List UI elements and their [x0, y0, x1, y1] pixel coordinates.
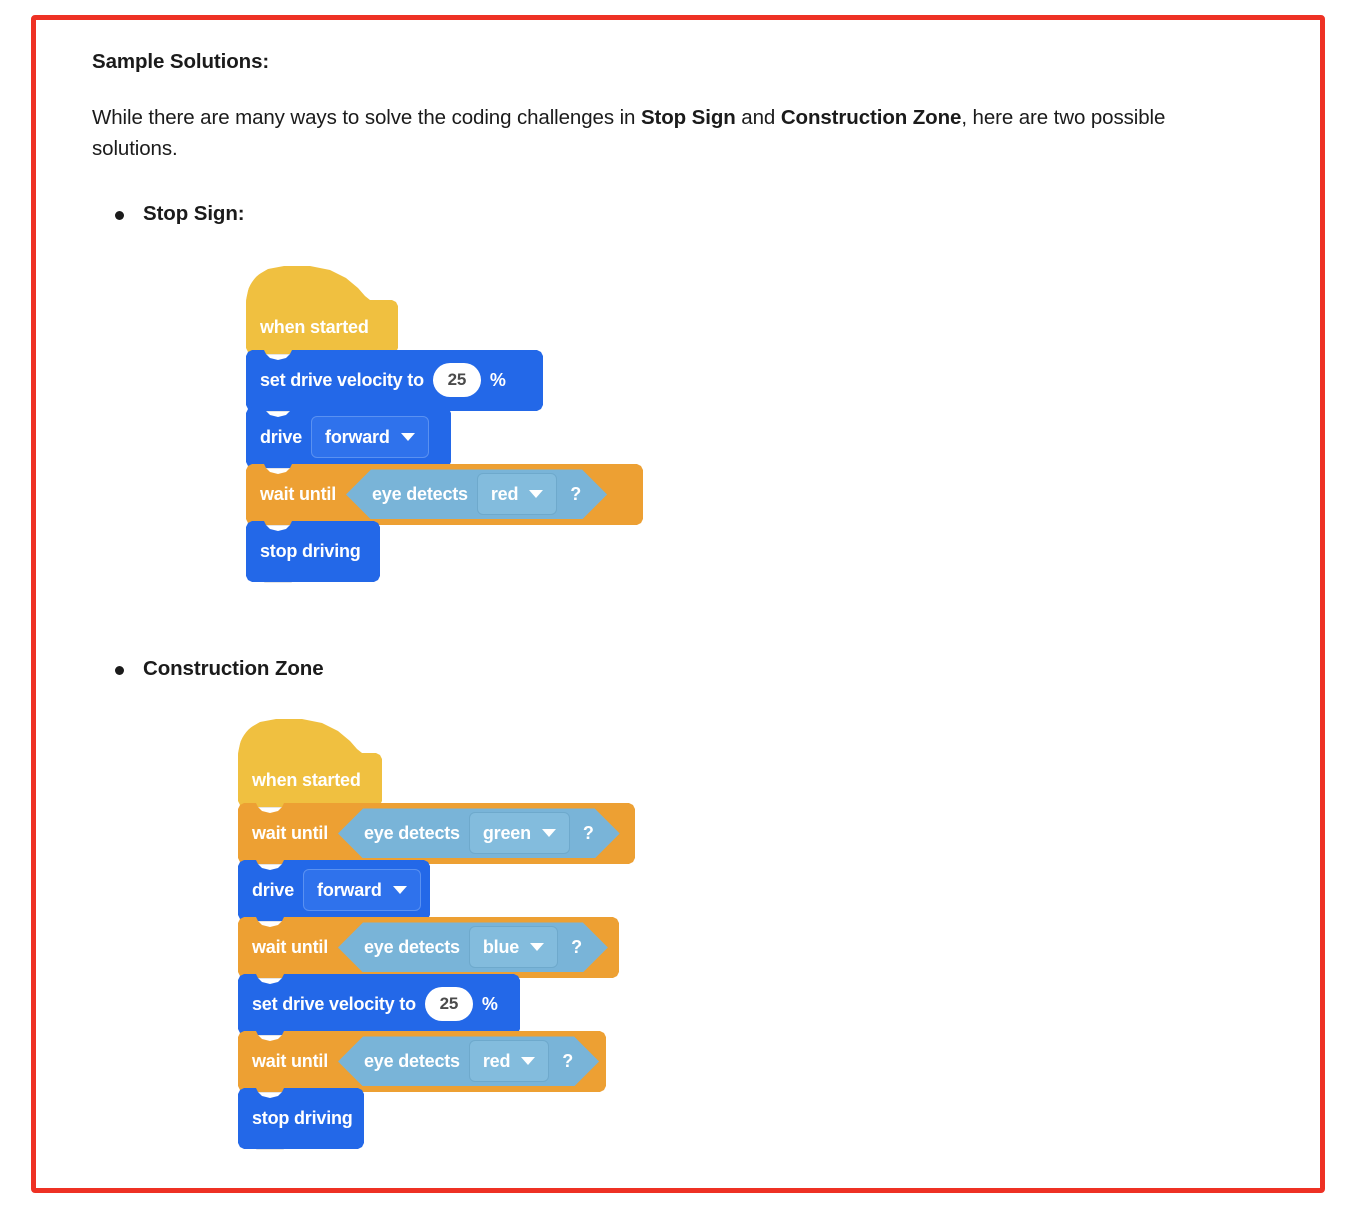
block-label: wait until [252, 822, 328, 843]
boolean-eye-detects[interactable]: eye detects red ? [346, 469, 607, 519]
percent-unit-label: % [489, 369, 506, 390]
block-label: set drive velocity to [252, 993, 416, 1014]
bullet-dot-icon [115, 665, 124, 675]
block-label: drive [260, 426, 303, 447]
velocity-value-input[interactable]: 25 [433, 363, 481, 397]
block-wait-until-red[interactable]: wait until eye detects red ? [238, 1031, 606, 1092]
block-label: when started [260, 316, 369, 337]
chevron-down-icon [542, 829, 556, 837]
block-label: drive [252, 879, 295, 900]
boolean-eye-detects[interactable]: eye detects red ? [338, 1036, 599, 1086]
boolean-question-mark: ? [562, 1050, 574, 1071]
chevron-down-icon [530, 943, 544, 951]
block-stop-driving[interactable]: stop driving [238, 1088, 364, 1149]
block-set-drive-velocity[interactable]: set drive velocity to 25 % [238, 974, 520, 1035]
boolean-label: eye detects [364, 936, 460, 957]
boolean-question-mark: ? [570, 483, 582, 504]
document-body: Sample Solutions: While there are many w… [92, 48, 1300, 1149]
intro-text-part1: While there are many ways to solve the c… [92, 105, 641, 129]
intro-bold-construction-zone: Construction Zone [780, 105, 962, 129]
eye-color-dropdown[interactable]: red [469, 1040, 549, 1082]
boolean-question-mark: ? [582, 822, 594, 843]
eye-color-dropdown[interactable]: green [469, 812, 570, 854]
block-drive[interactable]: drive forward [238, 860, 430, 921]
drive-direction-dropdown[interactable]: forward [311, 416, 429, 458]
boolean-question-mark: ? [571, 936, 582, 957]
block-wait-until-green[interactable]: wait until eye detects green ? [238, 803, 635, 864]
percent-unit-label: % [481, 993, 498, 1014]
eye-color-dropdown[interactable]: red [477, 473, 557, 515]
dropdown-value: forward [325, 426, 390, 447]
block-wait-until-red[interactable]: wait until eye detects red ? [246, 464, 643, 525]
eye-color-dropdown[interactable]: blue [469, 926, 558, 968]
intro-text-part2: and [735, 105, 781, 129]
chevron-down-icon [521, 1057, 535, 1065]
intro-paragraph: While there are many ways to solve the c… [92, 102, 1197, 164]
boolean-label: eye detects [364, 1050, 460, 1071]
boolean-label: eye detects [372, 483, 468, 504]
block-stop-driving[interactable]: stop driving [246, 521, 380, 582]
intro-bold-stop-sign: Stop Sign [640, 105, 736, 129]
block-label: wait until [260, 483, 336, 504]
block-label: wait until [252, 1050, 328, 1071]
block-stack: when started set drive velocity to 25 % … [246, 266, 1300, 582]
list-item-stop-sign: Stop Sign: [92, 202, 1300, 226]
block-drive[interactable]: drive forward [246, 407, 451, 468]
chevron-down-icon [401, 433, 415, 441]
block-when-started[interactable]: when started [246, 266, 398, 354]
document-frame: Sample Solutions: While there are many w… [31, 15, 1325, 1193]
block-label: wait until [252, 936, 328, 957]
dropdown-value: red [482, 1050, 511, 1071]
chevron-down-icon [529, 490, 543, 498]
dropdown-value: blue [482, 936, 520, 957]
list-item-construction-zone: Construction Zone [92, 657, 1300, 681]
block-stack: when started wait until eye detects gree… [238, 719, 1300, 1149]
block-wait-until-blue[interactable]: wait until eye detects blue ? [238, 917, 619, 978]
chevron-down-icon [393, 886, 407, 894]
drive-direction-dropdown[interactable]: forward [303, 869, 421, 911]
boolean-label: eye detects [364, 822, 460, 843]
solutions-list: Stop Sign: when started set drive veloci… [92, 202, 1300, 1149]
block-label: stop driving [252, 1107, 353, 1128]
code-stack-stop-sign: when started set drive velocity to 25 % … [246, 266, 1300, 582]
velocity-value-input[interactable]: 25 [425, 987, 473, 1021]
block-when-started[interactable]: when started [238, 719, 382, 807]
code-stack-construction-zone: when started wait until eye detects gree… [238, 719, 1300, 1149]
boolean-eye-detects[interactable]: eye detects green ? [338, 808, 620, 858]
intro-text-part3: , here are two possible solutions. [92, 105, 1166, 160]
dropdown-value: green [482, 822, 531, 843]
boolean-eye-detects[interactable]: eye detects blue ? [338, 922, 608, 972]
dropdown-value: red [490, 483, 519, 504]
block-label: set drive velocity to [260, 369, 424, 390]
block-label: when started [252, 769, 361, 790]
block-label: stop driving [260, 540, 361, 561]
block-set-drive-velocity[interactable]: set drive velocity to 25 % [246, 350, 543, 411]
bullet-label-construction-zone: Construction Zone [143, 656, 324, 680]
bullet-dot-icon [115, 210, 124, 220]
dropdown-value: forward [317, 879, 382, 900]
page-title: Sample Solutions: [92, 50, 270, 73]
bullet-label-stop-sign: Stop Sign: [143, 201, 245, 225]
